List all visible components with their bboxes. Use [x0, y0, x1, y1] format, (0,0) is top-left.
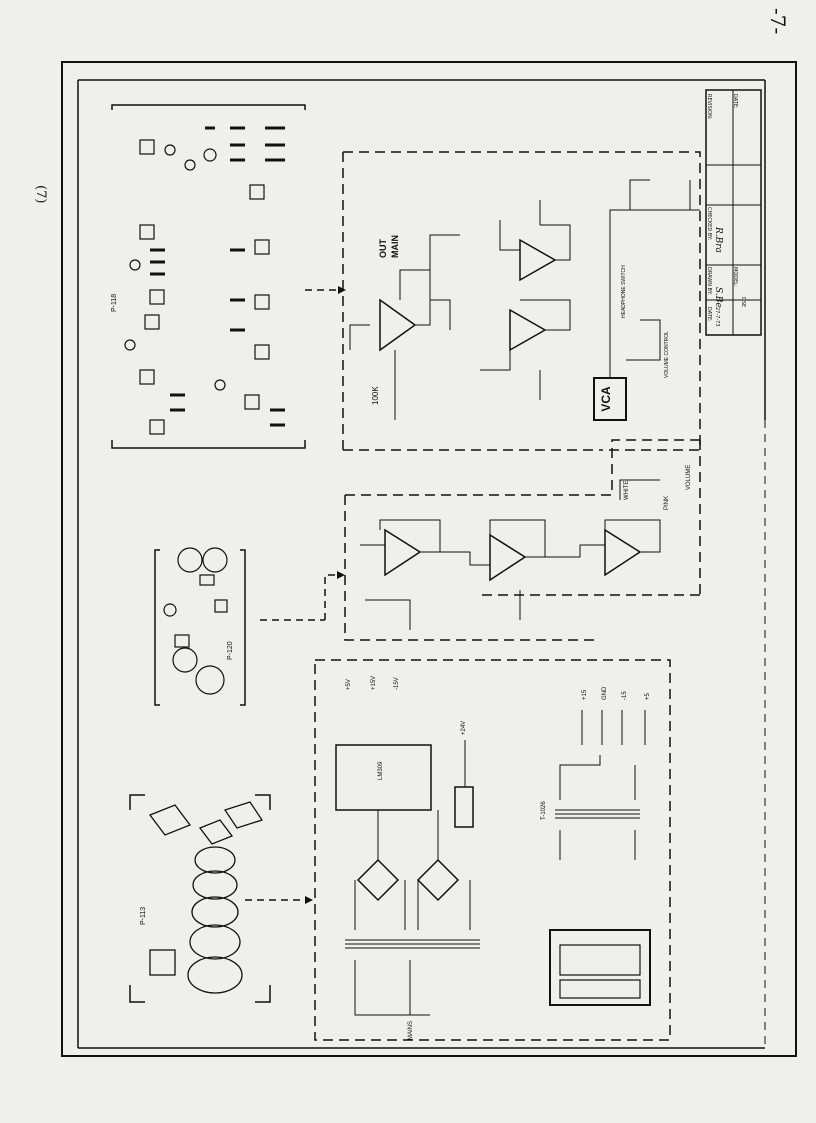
drawn-by-label: DRAWN BY: — [706, 267, 712, 295]
mains-label: MAINS — [408, 1021, 414, 1040]
pcb-p118: P-118 — [111, 104, 306, 449]
drawn-by-value: S.Be — [713, 287, 723, 308]
bridge-rectifier-2 — [416, 858, 460, 902]
voltage-label-3: -15V — [394, 677, 400, 690]
output-label-4: +5 — [645, 692, 651, 700]
opamp-4 — [384, 528, 422, 577]
voltage-label-2: +15V — [371, 676, 377, 690]
p113-label: P-113 — [140, 907, 147, 925]
checked-by-value: R.Bra — [713, 227, 723, 253]
volume-control-label: VOLUME CONTROL — [664, 331, 670, 378]
res-100k-label: 100K — [371, 386, 380, 405]
outer-border — [61, 61, 797, 1057]
voltage-label-4: +24V — [461, 721, 467, 735]
out-label: OUT — [378, 239, 388, 259]
output-label-1: +15 — [582, 689, 588, 700]
date-value: 27-7-73 — [714, 307, 720, 327]
output-label-3: -15 — [622, 691, 628, 700]
opamp-6 — [604, 528, 642, 577]
checked-by-label: CHECKED BY: — [706, 207, 712, 241]
opamp-3 — [519, 238, 557, 282]
revision-label: REVISION: — [706, 94, 712, 120]
model-label: MODEL: — [732, 267, 738, 287]
bridge-rectifier-1 — [356, 858, 400, 902]
pcb-p113: P-113 — [129, 794, 271, 1003]
noise-generator-block: WHITE PINK VOLUME — [344, 439, 701, 641]
opamp-1 — [379, 298, 417, 352]
p118-label: P-118 — [111, 294, 118, 312]
opamp-5 — [489, 533, 527, 582]
revision-date-label: DATE: — [732, 94, 738, 109]
main-output-block: VCA OUT MAIN 100K HEADPHONE SWITCH VOLUM… — [342, 151, 701, 451]
title-block — [705, 89, 762, 336]
main-label: MAIN — [390, 235, 400, 258]
transformer-label: T-1026 — [541, 801, 547, 820]
opamp-2 — [509, 308, 547, 352]
output-connector — [549, 929, 651, 1006]
pink-label: PINK — [664, 496, 670, 510]
power-supply-block: LM309 MAINS T-1026 — [314, 659, 671, 1041]
voltage-label-1: +5V — [346, 679, 352, 690]
date-label: DATE: — [706, 307, 712, 322]
pcb-p120: P-120 — [154, 547, 246, 706]
white-label: WHITE — [624, 481, 630, 500]
output-label-2: GND — [602, 686, 608, 700]
regulator-ic — [335, 744, 432, 811]
vca-label: VCA — [599, 386, 613, 412]
regulator-label: LM309 — [378, 761, 384, 780]
model-value: DSE — [740, 297, 746, 308]
title-block-text: REVISION: DATE: CHECKED BY: R.Bra DRAWN … — [706, 92, 765, 337]
page-number: -7- — [766, 8, 790, 35]
reference-number: (7) — [33, 185, 48, 204]
volume-label: VOLUME — [686, 465, 692, 490]
headphone-switch-label: HEADPHONE SWITCH — [621, 265, 627, 318]
p120-label: P-120 — [227, 641, 234, 660]
